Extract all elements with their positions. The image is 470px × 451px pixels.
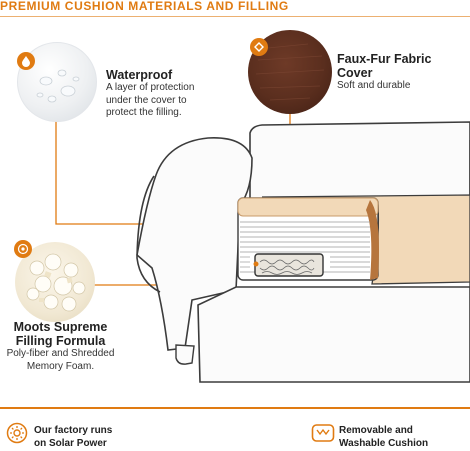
filling-description: Poly-fiber and Shredded Memory Foam. (6, 348, 115, 372)
solar-text: Our factory runs on Solar Power (34, 425, 113, 449)
filling-title: Moots Supreme Filling Formula (13, 320, 108, 348)
sofa-back (249, 121, 470, 201)
fabric-description: Soft and durable (337, 80, 411, 91)
fabric-icon (250, 38, 268, 56)
fabric-title: Faux-Fur Fabric Cover (337, 52, 432, 80)
footer-divider (0, 407, 470, 409)
page-title: PREMIUM CUSHION MATERIALS AND FILLING (0, 0, 289, 13)
filling-window (254, 253, 324, 277)
waterproof-description: A layer of protection under the cover to… (106, 82, 195, 118)
header-divider (0, 16, 470, 17)
solar-icon (6, 422, 28, 444)
sofa-leg (175, 344, 195, 365)
cushion-icon (311, 423, 335, 443)
washable-text: Removable and Washable Cushion (339, 425, 429, 449)
droplet-icon (17, 52, 35, 70)
sofa-base (197, 286, 470, 383)
target-icon (14, 240, 32, 258)
sofa-left-arm (136, 137, 253, 351)
waterproof-title: Waterproof (106, 68, 173, 82)
